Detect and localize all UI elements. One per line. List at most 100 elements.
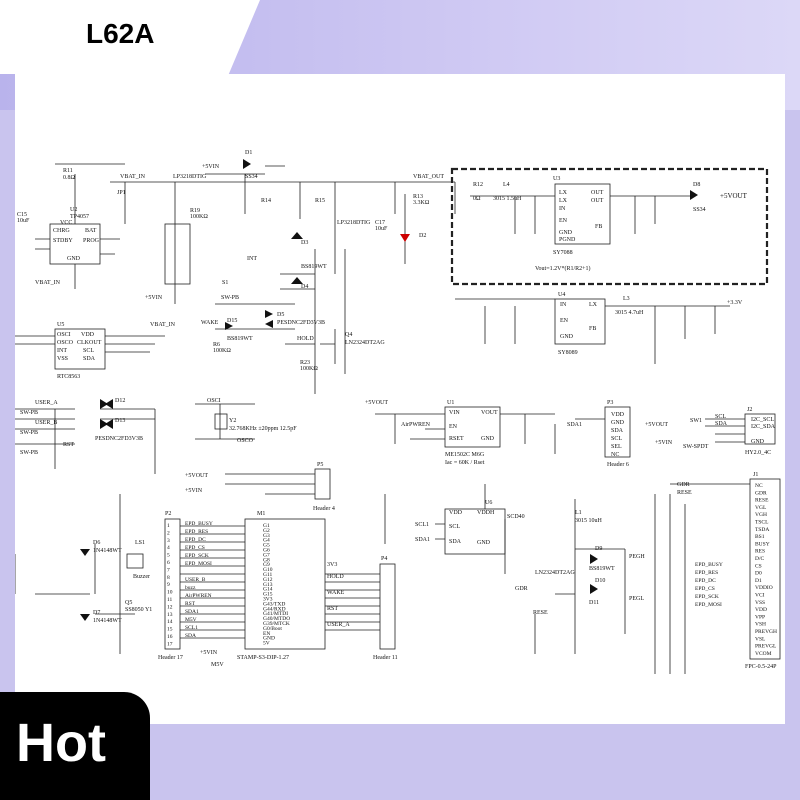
svg-text:R11: R11 <box>63 168 73 174</box>
svg-text:LX: LX <box>589 302 598 308</box>
svg-text:U6: U6 <box>485 500 492 506</box>
svg-text:SCL: SCL <box>715 414 726 420</box>
module-pin-5: G5 <box>263 543 270 549</box>
product-title: L62A <box>86 18 155 49</box>
svg-text:OSCI: OSCI <box>207 398 221 404</box>
led-mark <box>400 234 410 242</box>
svg-text:Q4: Q4 <box>345 332 352 338</box>
hot-badge-label: Hot <box>16 713 106 773</box>
svg-text:EN: EN <box>449 424 458 430</box>
component-labels: R11 0.8Ω C15 10uF U2 TP4057 CHRG STDBY V… <box>17 150 777 670</box>
svg-text:Y2: Y2 <box>229 418 236 424</box>
fpc-pin-7: TSDA <box>755 527 769 533</box>
svg-text:+3.3V: +3.3V <box>727 300 743 306</box>
module-pin-7: G7 <box>263 552 270 558</box>
svg-text:D12: D12 <box>115 398 125 404</box>
fpc-pin-16: VCI <box>755 593 765 599</box>
svg-text:SS34: SS34 <box>245 174 258 180</box>
svg-text:CHRG: CHRG <box>53 228 70 234</box>
svg-text:100KΩ: 100KΩ <box>190 214 208 220</box>
svg-text:LP3218DTIG: LP3218DTIG <box>173 174 207 180</box>
schematic-sheet: R11 0.8Ω C15 10uF U2 TP4057 CHRG STDBY V… <box>15 74 785 724</box>
fpc-pin-17: VSS <box>755 600 765 606</box>
svg-text:PESDNC2FD3V3B: PESDNC2FD3V3B <box>95 436 143 442</box>
svg-text:GND: GND <box>751 439 765 445</box>
svg-text:BAT: BAT <box>85 228 97 234</box>
svg-text:buzz: buzz <box>185 585 196 591</box>
svg-text:C15: C15 <box>17 212 27 218</box>
svg-text:VBAT_IN: VBAT_IN <box>150 322 176 328</box>
svg-text:STAMP-S3-DIP-1.27: STAMP-S3-DIP-1.27 <box>237 655 289 661</box>
svg-text:R12: R12 <box>473 182 483 188</box>
svg-text:I2C_SDA: I2C_SDA <box>751 424 776 430</box>
svg-text:Iac = 60K / Rset: Iac = 60K / Rset <box>445 460 485 466</box>
svg-text:+5VIN: +5VIN <box>145 295 163 301</box>
svg-text:PEGH: PEGH <box>629 554 645 560</box>
svg-text:EPD_RES: EPD_RES <box>695 570 718 576</box>
svg-text:P5: P5 <box>317 462 323 468</box>
header-pin-5: 5 <box>167 553 170 559</box>
svg-text:LS1: LS1 <box>135 540 145 546</box>
svg-text:+5VOUT: +5VOUT <box>185 473 208 479</box>
module-pin-18: G44/RXD <box>263 606 286 612</box>
svg-text:R14: R14 <box>261 198 271 204</box>
svg-text:L1: L1 <box>575 510 582 516</box>
svg-text:INT: INT <box>247 256 257 262</box>
svg-text:C17: C17 <box>375 220 385 226</box>
module-pin-22: G0/Boot <box>263 626 282 632</box>
svg-text:GND: GND <box>481 436 495 442</box>
svg-text:AirPWREN: AirPWREN <box>185 593 212 599</box>
svg-text:VDDH: VDDH <box>477 510 495 516</box>
svg-text:EPD_BUSY: EPD_BUSY <box>695 562 723 568</box>
svg-text:3V3: 3V3 <box>327 562 337 568</box>
module-pin-15: G15 <box>263 592 273 598</box>
fpc-pin-list: NCGDRRESEVGLVGHTSCLTSDABS1BUSYRESD/CCSD0… <box>755 483 777 657</box>
diode-marks <box>80 159 698 621</box>
svg-text:LN2324DT2AG: LN2324DT2AG <box>345 340 385 346</box>
svg-text:BS819WT: BS819WT <box>589 566 615 572</box>
module-pin-25: 5V <box>263 641 270 647</box>
module-pin-1: G1 <box>263 523 270 529</box>
svg-text:SDA: SDA <box>611 428 624 434</box>
svg-text:RESE: RESE <box>533 610 548 616</box>
svg-text:R13: R13 <box>413 194 423 200</box>
header-pin-16: 16 <box>167 634 173 640</box>
svg-text:P4: P4 <box>381 556 387 562</box>
wires <box>15 163 781 674</box>
svg-text:1N4148WT: 1N4148WT <box>93 548 122 554</box>
hot-badge: Hot <box>0 692 150 800</box>
svg-text:VOUT: VOUT <box>481 410 498 416</box>
svg-text:D1: D1 <box>245 150 252 156</box>
module-pin-11: G11 <box>263 572 273 578</box>
svg-text:SDA: SDA <box>83 356 96 362</box>
svg-text:IN: IN <box>559 206 566 212</box>
svg-text:R19: R19 <box>190 208 200 214</box>
svg-text:OSCI: OSCI <box>57 332 71 338</box>
fpc-pin-3: RESE <box>755 498 769 504</box>
svg-text:D7: D7 <box>93 610 100 616</box>
svg-text:OSCO: OSCO <box>237 438 254 444</box>
svg-text:SDA1: SDA1 <box>185 609 199 615</box>
svg-text:ME1502C M6G: ME1502C M6G <box>445 452 485 458</box>
svg-text:SDA1: SDA1 <box>567 422 582 428</box>
fpc-pin-22: VSL <box>755 636 766 642</box>
svg-text:PROG: PROG <box>83 238 100 244</box>
module-pin-10: G10 <box>263 567 273 573</box>
svg-text:GDR: GDR <box>515 586 528 592</box>
fpc-pin-13: D0 <box>755 571 762 577</box>
module-pin-3: G3 <box>263 533 270 539</box>
svg-text:LX: LX <box>559 190 568 196</box>
svg-text:0Ω: 0Ω <box>473 196 481 202</box>
header-pin-6: 6 <box>167 560 170 566</box>
module-pin-8: G8 <box>263 557 270 563</box>
svg-text:EPD_RES: EPD_RES <box>185 529 208 535</box>
circuit-schematic: R11 0.8Ω C15 10uF U2 TP4057 CHRG STDBY V… <box>15 150 781 674</box>
module-pin-20: G40/MTDO <box>263 616 290 622</box>
title-tab <box>0 0 260 74</box>
svg-text:+5VIN: +5VIN <box>202 164 220 170</box>
svg-text:EPD_DC: EPD_DC <box>695 578 716 584</box>
svg-text:SEL: SEL <box>611 444 622 450</box>
header-pin-8: 8 <box>167 575 170 581</box>
module-pin-list: G1G2G3G4G5G6G7G8G9G10G11G12G13G14G153V3G… <box>263 523 290 647</box>
